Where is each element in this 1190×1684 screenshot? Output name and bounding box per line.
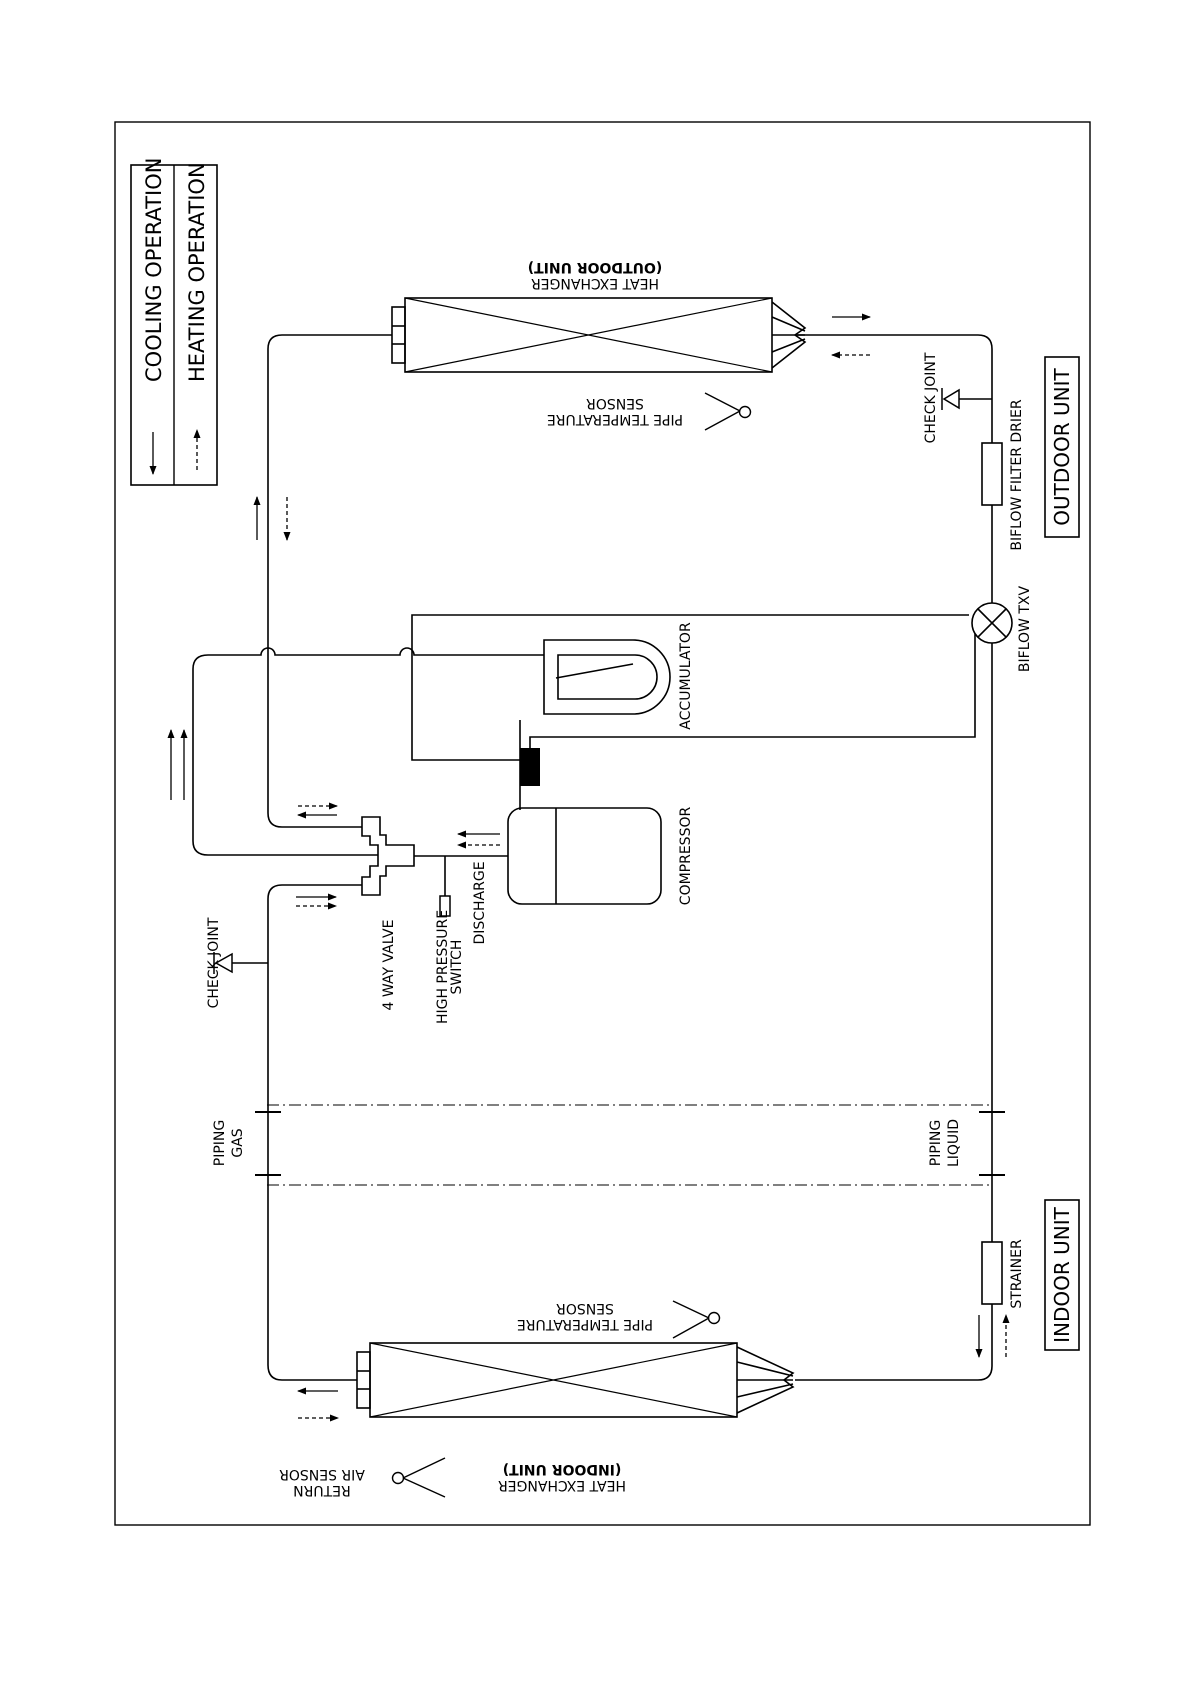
indoor-unit-box: INDOOR UNIT: [1044, 1199, 1080, 1351]
return-air-sensor-label: RETURN: [293, 1482, 351, 1498]
biflow-txv-label: BIFLOW TXV: [1017, 586, 1033, 673]
high-pressure-switch-label: SWITCH: [449, 940, 465, 995]
check-joint-gas-label: CHECK JOINT: [206, 917, 222, 1008]
piping-gas-label: GAS: [230, 1128, 246, 1157]
high-pressure-switch: [439, 895, 451, 917]
diagram-frame: [114, 121, 1091, 1526]
hx-indoor-label: (INDOOR UNIT): [503, 1461, 622, 1477]
suction-filter-block: [520, 748, 540, 786]
pipe-temp-indoor-label: PIPE TEMPERATURE: [517, 1316, 653, 1332]
refrigerant-piping: [192, 334, 993, 1381]
four-way-valve-label: 4 WAY VALVE: [381, 920, 397, 1011]
hx-indoor-label: HEAT EXCHANGER: [498, 1477, 626, 1493]
accumulator: [543, 639, 671, 715]
flow-arrows: [167, 313, 1010, 1422]
piping-liquid-label: PIPING: [928, 1120, 944, 1166]
compressor-label: COMPRESSOR: [678, 807, 694, 906]
pipe-temperature-sensor-indoor: [672, 1300, 721, 1339]
pipe-temp-indoor-label: SENSOR: [556, 1300, 614, 1316]
return-air-sensor: [391, 1457, 446, 1498]
outdoor-heat-exchanger: [391, 297, 807, 373]
return-air-sensor-label: AIR SENSOR: [279, 1466, 365, 1482]
legend-heating-text: HEATING OPERATION: [185, 162, 209, 382]
compressor: [507, 807, 662, 905]
piping-gas-label: PIPING: [212, 1120, 228, 1166]
piping-liquid-label: LIQUID: [946, 1119, 962, 1167]
check-joint-outdoor-label: CHECK JOINT: [923, 352, 939, 443]
outdoor-unit-box: OUTDOOR UNIT: [1044, 356, 1080, 538]
indoor-unit-label: INDOOR UNIT: [1050, 1206, 1074, 1342]
biflow-filter-drier: [981, 442, 1003, 506]
outdoor-unit-label: OUTDOOR UNIT: [1050, 367, 1074, 525]
high-pressure-switch-label: HIGH PRESSURE: [435, 910, 451, 1024]
piping-joints: [255, 1111, 1005, 1176]
accumulator-label: ACCUMULATOR: [678, 622, 694, 730]
discharge-label: DISCHARGE: [472, 861, 488, 944]
pipe-temperature-sensor-outdoor: [704, 392, 752, 431]
legend-cooling-text: COOLING OPERATION: [142, 158, 166, 382]
legend: COOLING OPERATION HEATING OPERATION: [130, 158, 218, 486]
strainer-label: STRAINER: [1009, 1239, 1025, 1309]
indoor-heat-exchanger: [356, 1342, 795, 1418]
biflow-txv: [971, 602, 1013, 644]
four-way-valve: [361, 816, 415, 896]
pipe-temp-outdoor-label: PIPE TEMPERATURE: [547, 411, 683, 427]
pipe-temp-outdoor-label: SENSOR: [586, 395, 644, 411]
biflow-filter-drier-label: BIFLOW FILTER DRIER: [1009, 399, 1025, 551]
check-joint-gas-symbol: [213, 952, 233, 974]
strainer: [981, 1241, 1003, 1305]
hx-outdoor-label: (OUTDOOR UNIT): [528, 259, 663, 275]
hx-outdoor-label: HEAT EXCHANGER: [531, 275, 659, 291]
check-joint-outdoor-symbol: [941, 388, 960, 410]
